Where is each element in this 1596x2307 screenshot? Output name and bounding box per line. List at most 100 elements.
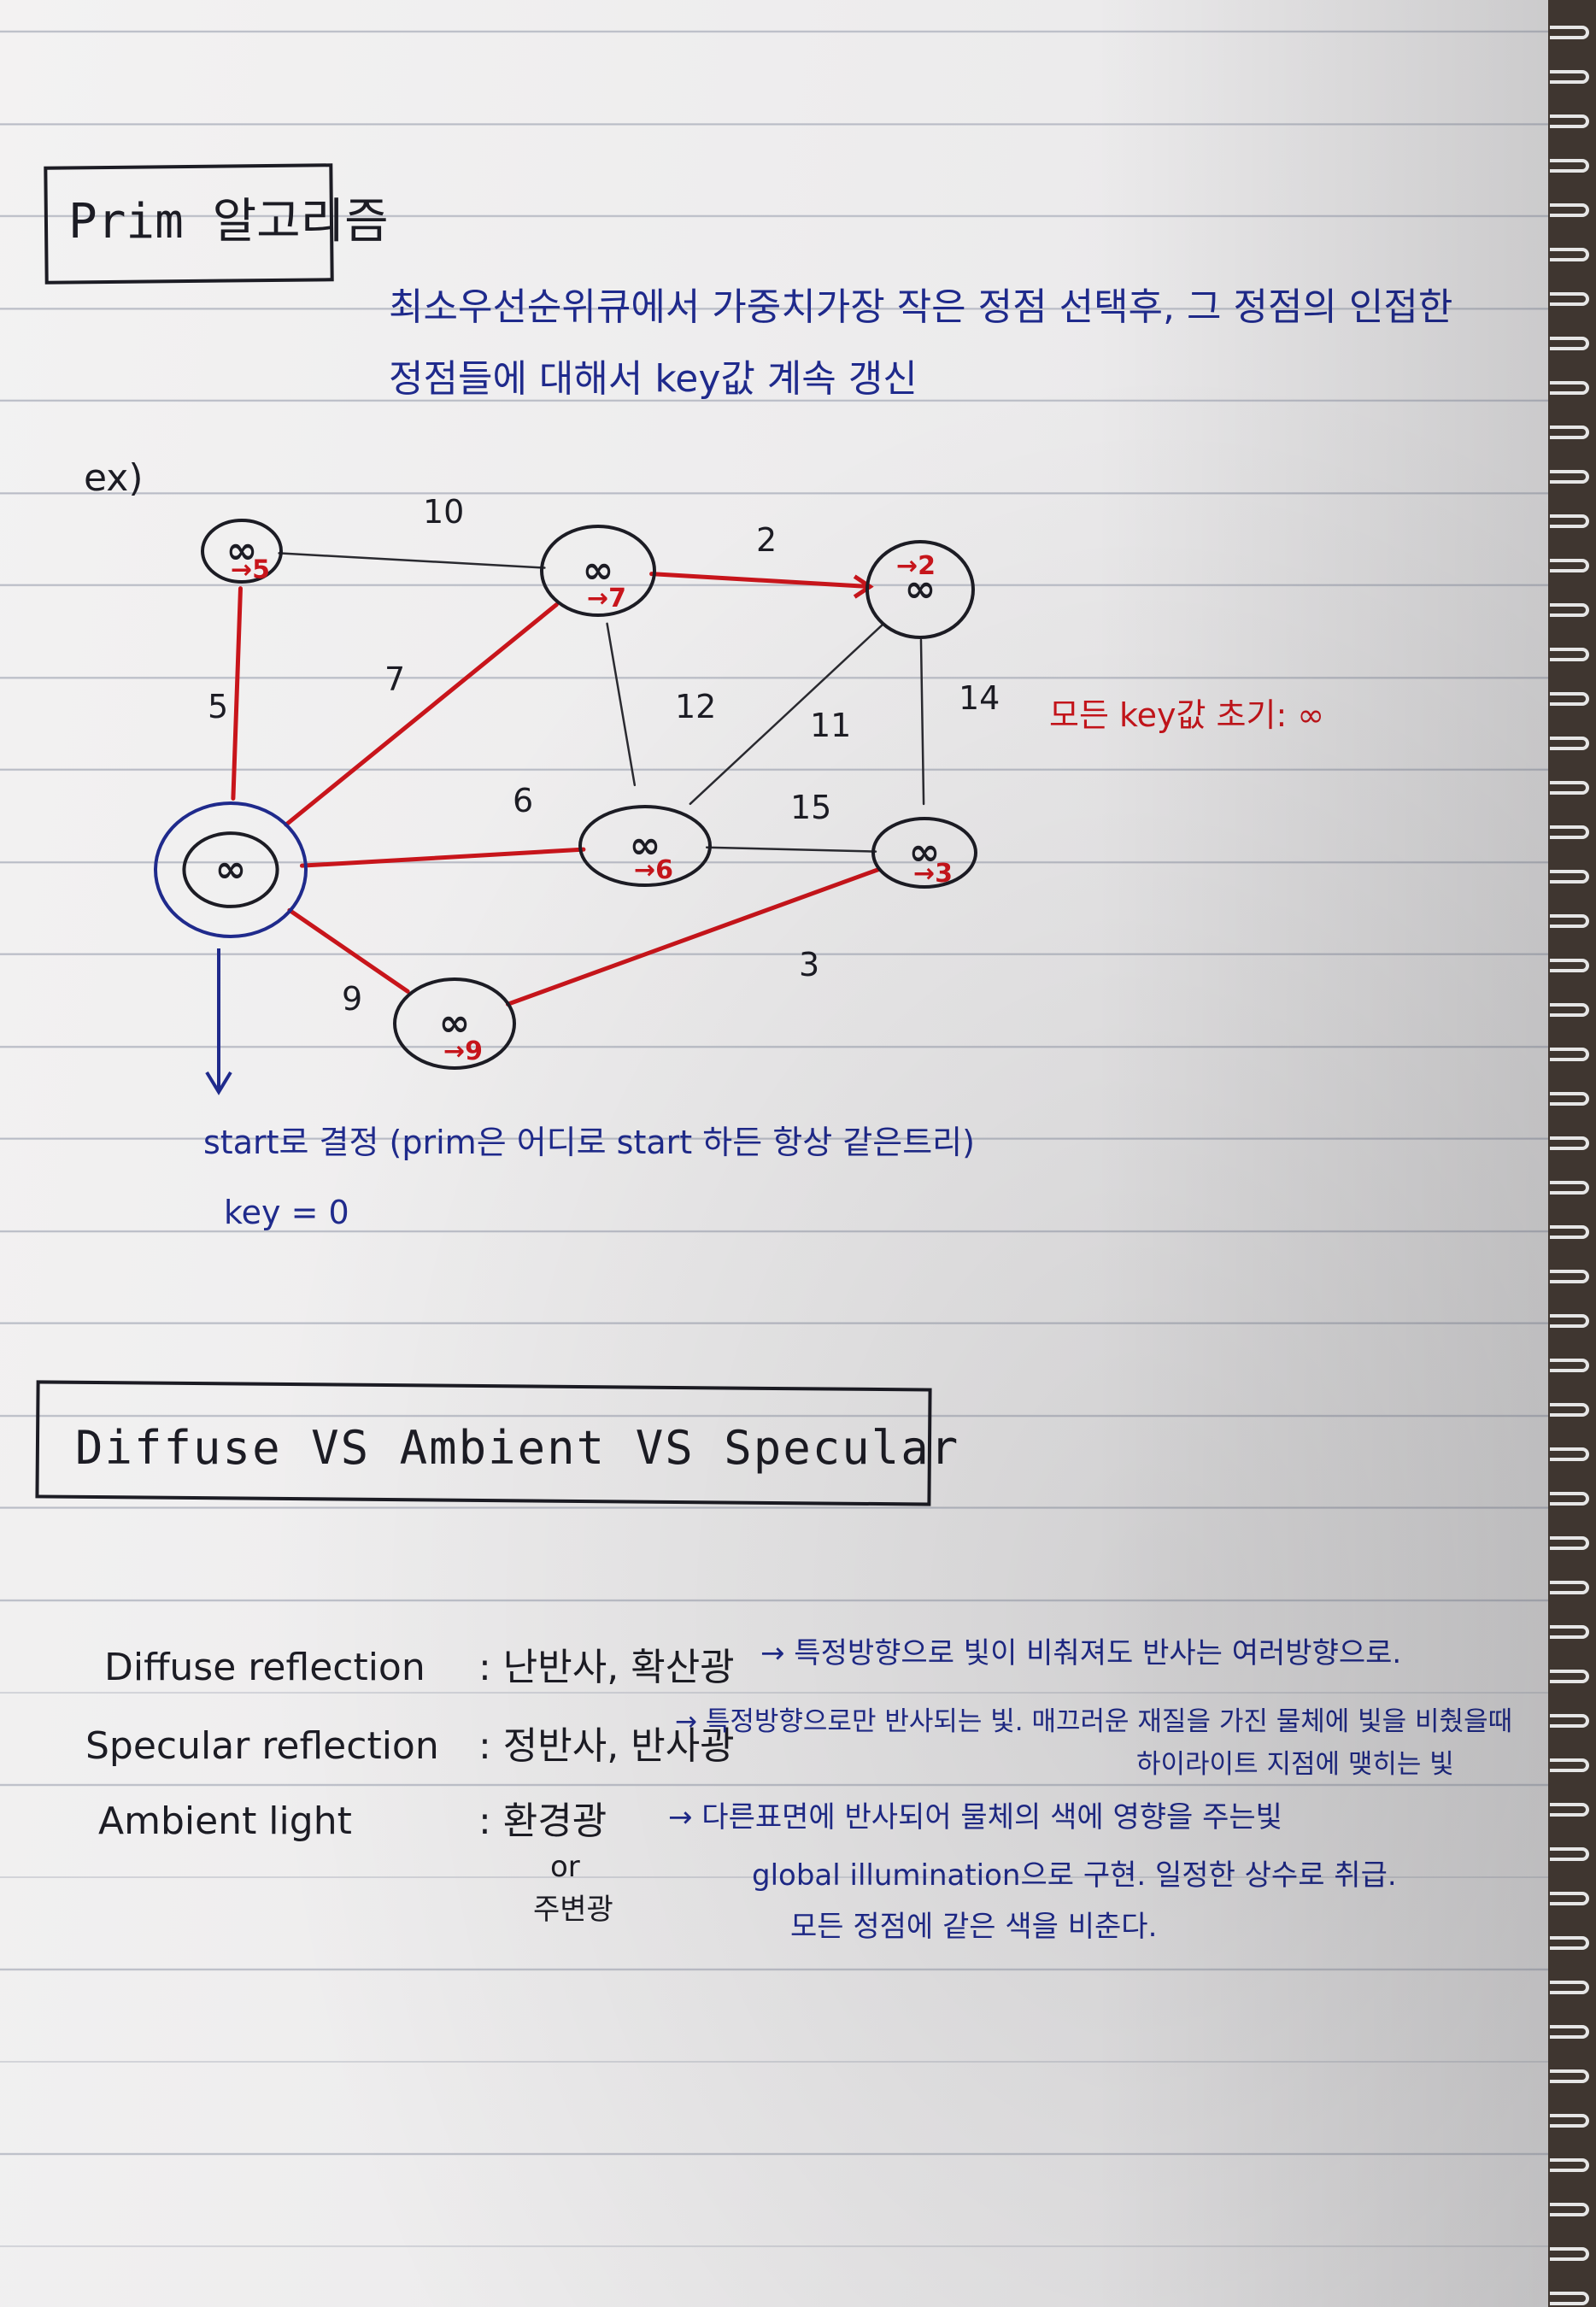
node-key-label: ∞ bbox=[905, 567, 936, 611]
ambient-term: Ambient light bbox=[98, 1799, 352, 1843]
binding-ring bbox=[1550, 559, 1589, 572]
node-key-label: ∞ bbox=[630, 824, 661, 867]
edge-weight-label: 7 bbox=[384, 660, 405, 698]
graph-node-G: ∞→9 bbox=[393, 977, 516, 1070]
example-label: ex) bbox=[84, 456, 144, 500]
binding-ring bbox=[1550, 692, 1589, 706]
binding-ring bbox=[1550, 1803, 1589, 1817]
ambient-description-2: global illumination으로 구현. 일정한 상수로 취급. bbox=[752, 1858, 1397, 1893]
start-arrow bbox=[205, 948, 232, 1095]
binding-ring bbox=[1550, 1581, 1589, 1594]
ambient-description: → 다른표면에 반사되어 물체의 색에 영향을 주는빛 bbox=[668, 1800, 1282, 1834]
ambient-or: or bbox=[550, 1850, 580, 1884]
binding-ring bbox=[1550, 1314, 1589, 1328]
binding-ring bbox=[1550, 1981, 1589, 1994]
edge-weight-label: 10 bbox=[423, 493, 464, 531]
binding-ring bbox=[1550, 1936, 1589, 1950]
binding-ring bbox=[1550, 159, 1589, 173]
graph-edge-E-C bbox=[689, 622, 885, 806]
node-circle bbox=[393, 977, 516, 1070]
binding-ring bbox=[1550, 1359, 1589, 1372]
binding-ring bbox=[1550, 381, 1589, 395]
notebook-page: Prim 알고리즘 최소우선순위큐에서 가중치가장 작은 정점 선택후, 그 정… bbox=[0, 0, 1564, 2307]
prim-title: Prim 알고리즘 bbox=[68, 194, 389, 249]
edge-weight-label: 11 bbox=[810, 707, 851, 744]
binding-ring bbox=[1550, 737, 1589, 750]
node-circle bbox=[871, 817, 977, 889]
binding-ring bbox=[1550, 337, 1589, 350]
graph-node-C: ∞→2 bbox=[865, 540, 975, 639]
binding-ring bbox=[1550, 1536, 1589, 1550]
graph-node-E: ∞→6 bbox=[578, 805, 712, 887]
ambient-korean-2: 주변광 bbox=[533, 1893, 613, 1927]
node-key-update: →9 bbox=[443, 1036, 483, 1066]
node-key-update: →7 bbox=[587, 584, 626, 613]
graph-node-F: ∞→3 bbox=[871, 817, 977, 889]
binding-ring bbox=[1550, 1714, 1589, 1728]
graph-edge-B-C bbox=[649, 572, 872, 590]
binding-ring bbox=[1550, 26, 1589, 39]
binding-ring bbox=[1550, 1181, 1589, 1195]
binding-ring bbox=[1550, 1847, 1589, 1861]
edge-weight-label: 5 bbox=[208, 688, 228, 725]
edge-weight-label: 14 bbox=[959, 679, 1000, 717]
binding-ring bbox=[1550, 1447, 1589, 1461]
graph-edge-E-F bbox=[705, 846, 877, 853]
binding-ring bbox=[1550, 1225, 1589, 1239]
node-circle bbox=[865, 540, 975, 639]
binding-ring bbox=[1550, 2292, 1589, 2305]
edge-arrowhead bbox=[853, 574, 874, 599]
binding-ring bbox=[1550, 870, 1589, 883]
binding-ring bbox=[1550, 1048, 1589, 1061]
graph-edge-D-B bbox=[284, 602, 559, 827]
node-key-label: ∞ bbox=[226, 529, 258, 572]
diffuse-description: → 특정방향으로 빛이 비춰져도 반사는 여러방향으로. bbox=[760, 1636, 1402, 1670]
binding-ring bbox=[1550, 1003, 1589, 1017]
specular-term: Specular reflection bbox=[85, 1724, 439, 1768]
graph-edge-B-E bbox=[606, 622, 637, 787]
binding-ring bbox=[1550, 514, 1589, 528]
binding-ring bbox=[1550, 426, 1589, 439]
binding-ring bbox=[1550, 70, 1589, 84]
node-key-label: ∞ bbox=[583, 549, 614, 592]
key-init-note: 모든 key값 초기: ∞ bbox=[1049, 696, 1325, 734]
graph-edge-G-F bbox=[505, 866, 881, 1007]
node-circle bbox=[540, 525, 656, 617]
binding-ring bbox=[1550, 114, 1589, 128]
lighting-title: Diffuse VS Ambient VS Specular bbox=[75, 1421, 960, 1475]
node-circle bbox=[201, 519, 283, 584]
prim-description-line-1: 최소우선순위큐에서 가중치가장 작은 정점 선택후, 그 정점의 인접한 bbox=[389, 285, 1453, 329]
ambient-korean: : 환경광 bbox=[478, 1799, 607, 1843]
spiral-binding bbox=[1548, 0, 1596, 2307]
edge-weight-label: 3 bbox=[799, 946, 819, 983]
binding-ring bbox=[1550, 1492, 1589, 1506]
graph-edge-D-E bbox=[299, 847, 586, 868]
ambient-description-3: 모든 정점에 같은 색을 비춘다. bbox=[790, 1910, 1158, 1944]
binding-ring bbox=[1550, 2158, 1589, 2172]
binding-ring bbox=[1550, 470, 1589, 484]
binding-ring bbox=[1550, 648, 1589, 661]
binding-ring bbox=[1550, 1403, 1589, 1417]
node-circle bbox=[182, 831, 279, 908]
node-key-update: →6 bbox=[634, 855, 673, 885]
binding-ring bbox=[1550, 825, 1589, 839]
edge-weight-label: 2 bbox=[756, 521, 777, 559]
start-node-highlight bbox=[154, 801, 308, 938]
graph-node-A: ∞→5 bbox=[201, 519, 283, 584]
binding-ring bbox=[1550, 781, 1589, 795]
node-key-update: →5 bbox=[231, 555, 270, 584]
start-note: start로 결정 (prim은 어디로 start 하든 항상 같은트리) bbox=[203, 1124, 975, 1161]
graph-edge-D-G bbox=[287, 907, 410, 994]
key-zero-note: key = 0 bbox=[224, 1194, 349, 1231]
graph-node-D: ∞ bbox=[154, 801, 308, 938]
edge-weight-label: 9 bbox=[342, 980, 362, 1018]
binding-ring bbox=[1550, 1092, 1589, 1106]
binding-ring bbox=[1550, 2025, 1589, 2039]
diffuse-term: Diffuse reflection bbox=[104, 1646, 425, 1689]
node-key-label: ∞ bbox=[439, 1001, 471, 1045]
binding-ring bbox=[1550, 1892, 1589, 1905]
graph-edge-A-B bbox=[278, 552, 546, 569]
binding-ring bbox=[1550, 2203, 1589, 2216]
node-key-update: →2 bbox=[896, 551, 936, 581]
